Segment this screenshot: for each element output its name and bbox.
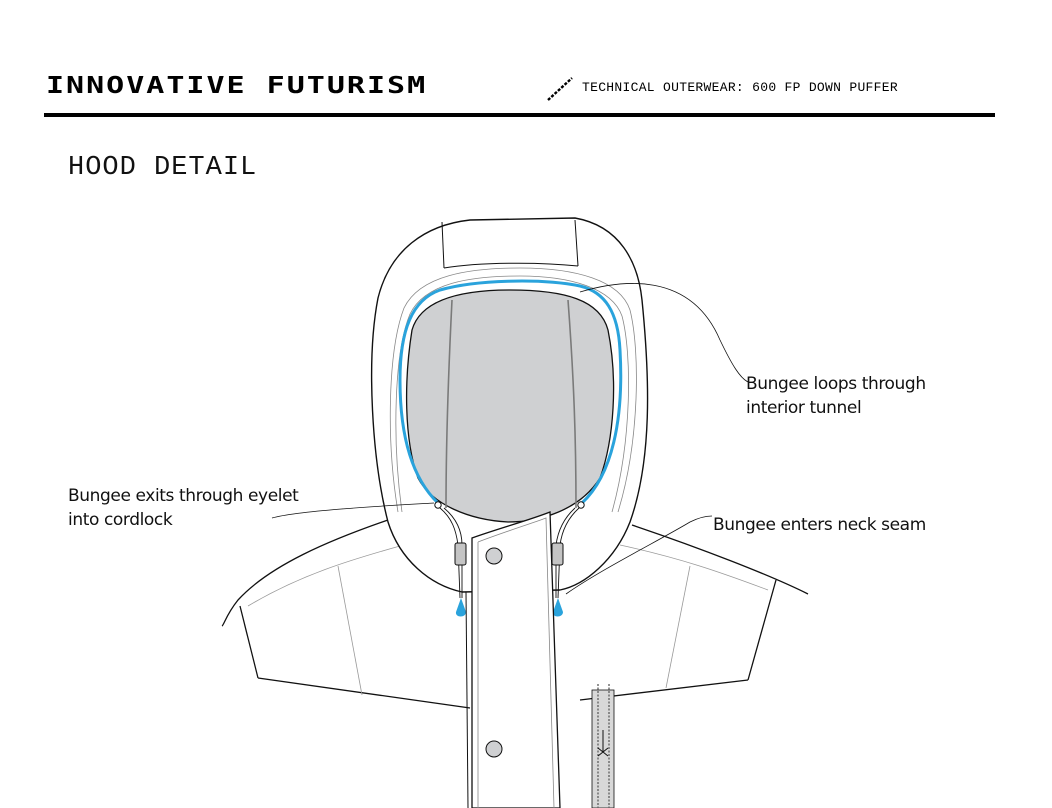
header-rule	[44, 113, 995, 117]
pocket-zipper	[591, 684, 615, 808]
callout-loops-line2: interior tunnel	[746, 398, 862, 418]
inner-collar-line	[465, 591, 469, 808]
leader-lines	[271, 283, 749, 595]
callout-exits-line2: into cordlock	[68, 510, 173, 530]
leader-loops	[579, 283, 749, 383]
leader-enters	[565, 515, 713, 595]
hood-tunnel-outer	[389, 267, 637, 513]
bungee-loop	[398, 279, 623, 505]
eyelet-right	[577, 501, 585, 509]
callout-bungee-exits: Bungee exits through eyelet into cordloc…	[68, 484, 299, 532]
callout-loops-line1: Bungee loops through	[746, 374, 926, 394]
hood-panel-seams	[441, 219, 579, 269]
cordlock-right	[551, 542, 564, 566]
callout-bungee-enters: Bungee enters neck seam	[713, 513, 926, 537]
snap-button-top	[485, 547, 503, 565]
callout-bungee-loops: Bungee loops through interior tunnel	[746, 372, 926, 420]
placket	[471, 511, 561, 808]
eyelet-left	[434, 501, 442, 509]
slash-divider	[547, 77, 573, 101]
callout-exits-line1: Bungee exits through eyelet	[68, 486, 299, 506]
cordlock-left	[454, 542, 467, 566]
callout-enters-line1: Bungee enters neck seam	[713, 515, 926, 535]
leader-exits	[271, 502, 435, 519]
section-title: HOOD DETAIL	[68, 153, 258, 183]
face-seams	[445, 299, 577, 509]
hood-tunnel-inner	[395, 275, 629, 513]
quilt-seams	[247, 544, 769, 696]
cord-tip-left	[455, 598, 466, 617]
cord-tip-right	[552, 598, 563, 617]
brand-title: INNOVATIVE FUTURISM	[46, 71, 428, 100]
snap-button-bottom	[485, 740, 503, 758]
header-subtitle: TECHNICAL OUTERWEAR: 600 FP DOWN PUFFER	[582, 80, 898, 95]
face-opening	[405, 289, 615, 523]
placket-stitch	[477, 517, 555, 808]
